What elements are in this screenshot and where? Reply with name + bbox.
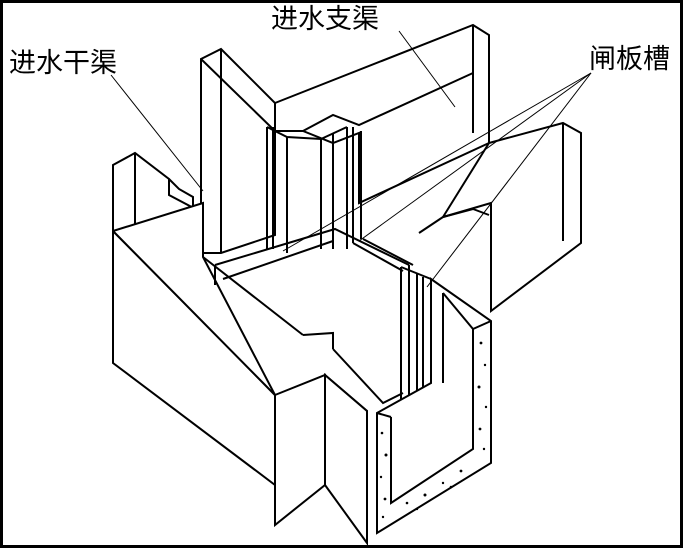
gate-slot-front <box>400 265 432 399</box>
gate-slot-branch <box>266 126 362 253</box>
right-side-wall <box>418 121 582 314</box>
outlet-channel-section <box>376 277 492 535</box>
chamber-floor <box>202 227 414 405</box>
main-channel-label: 进水干渠 <box>9 48 117 79</box>
branch-channel-label: 进水支渠 <box>271 4 379 35</box>
leader-lines <box>110 30 592 288</box>
gate-slot-label: 闸板槽 <box>589 44 670 75</box>
branch-channel-walls <box>200 23 490 254</box>
main-channel-left-wall <box>112 151 368 547</box>
channel-junction-drawing <box>110 23 592 547</box>
concrete-hatching <box>379 341 488 519</box>
